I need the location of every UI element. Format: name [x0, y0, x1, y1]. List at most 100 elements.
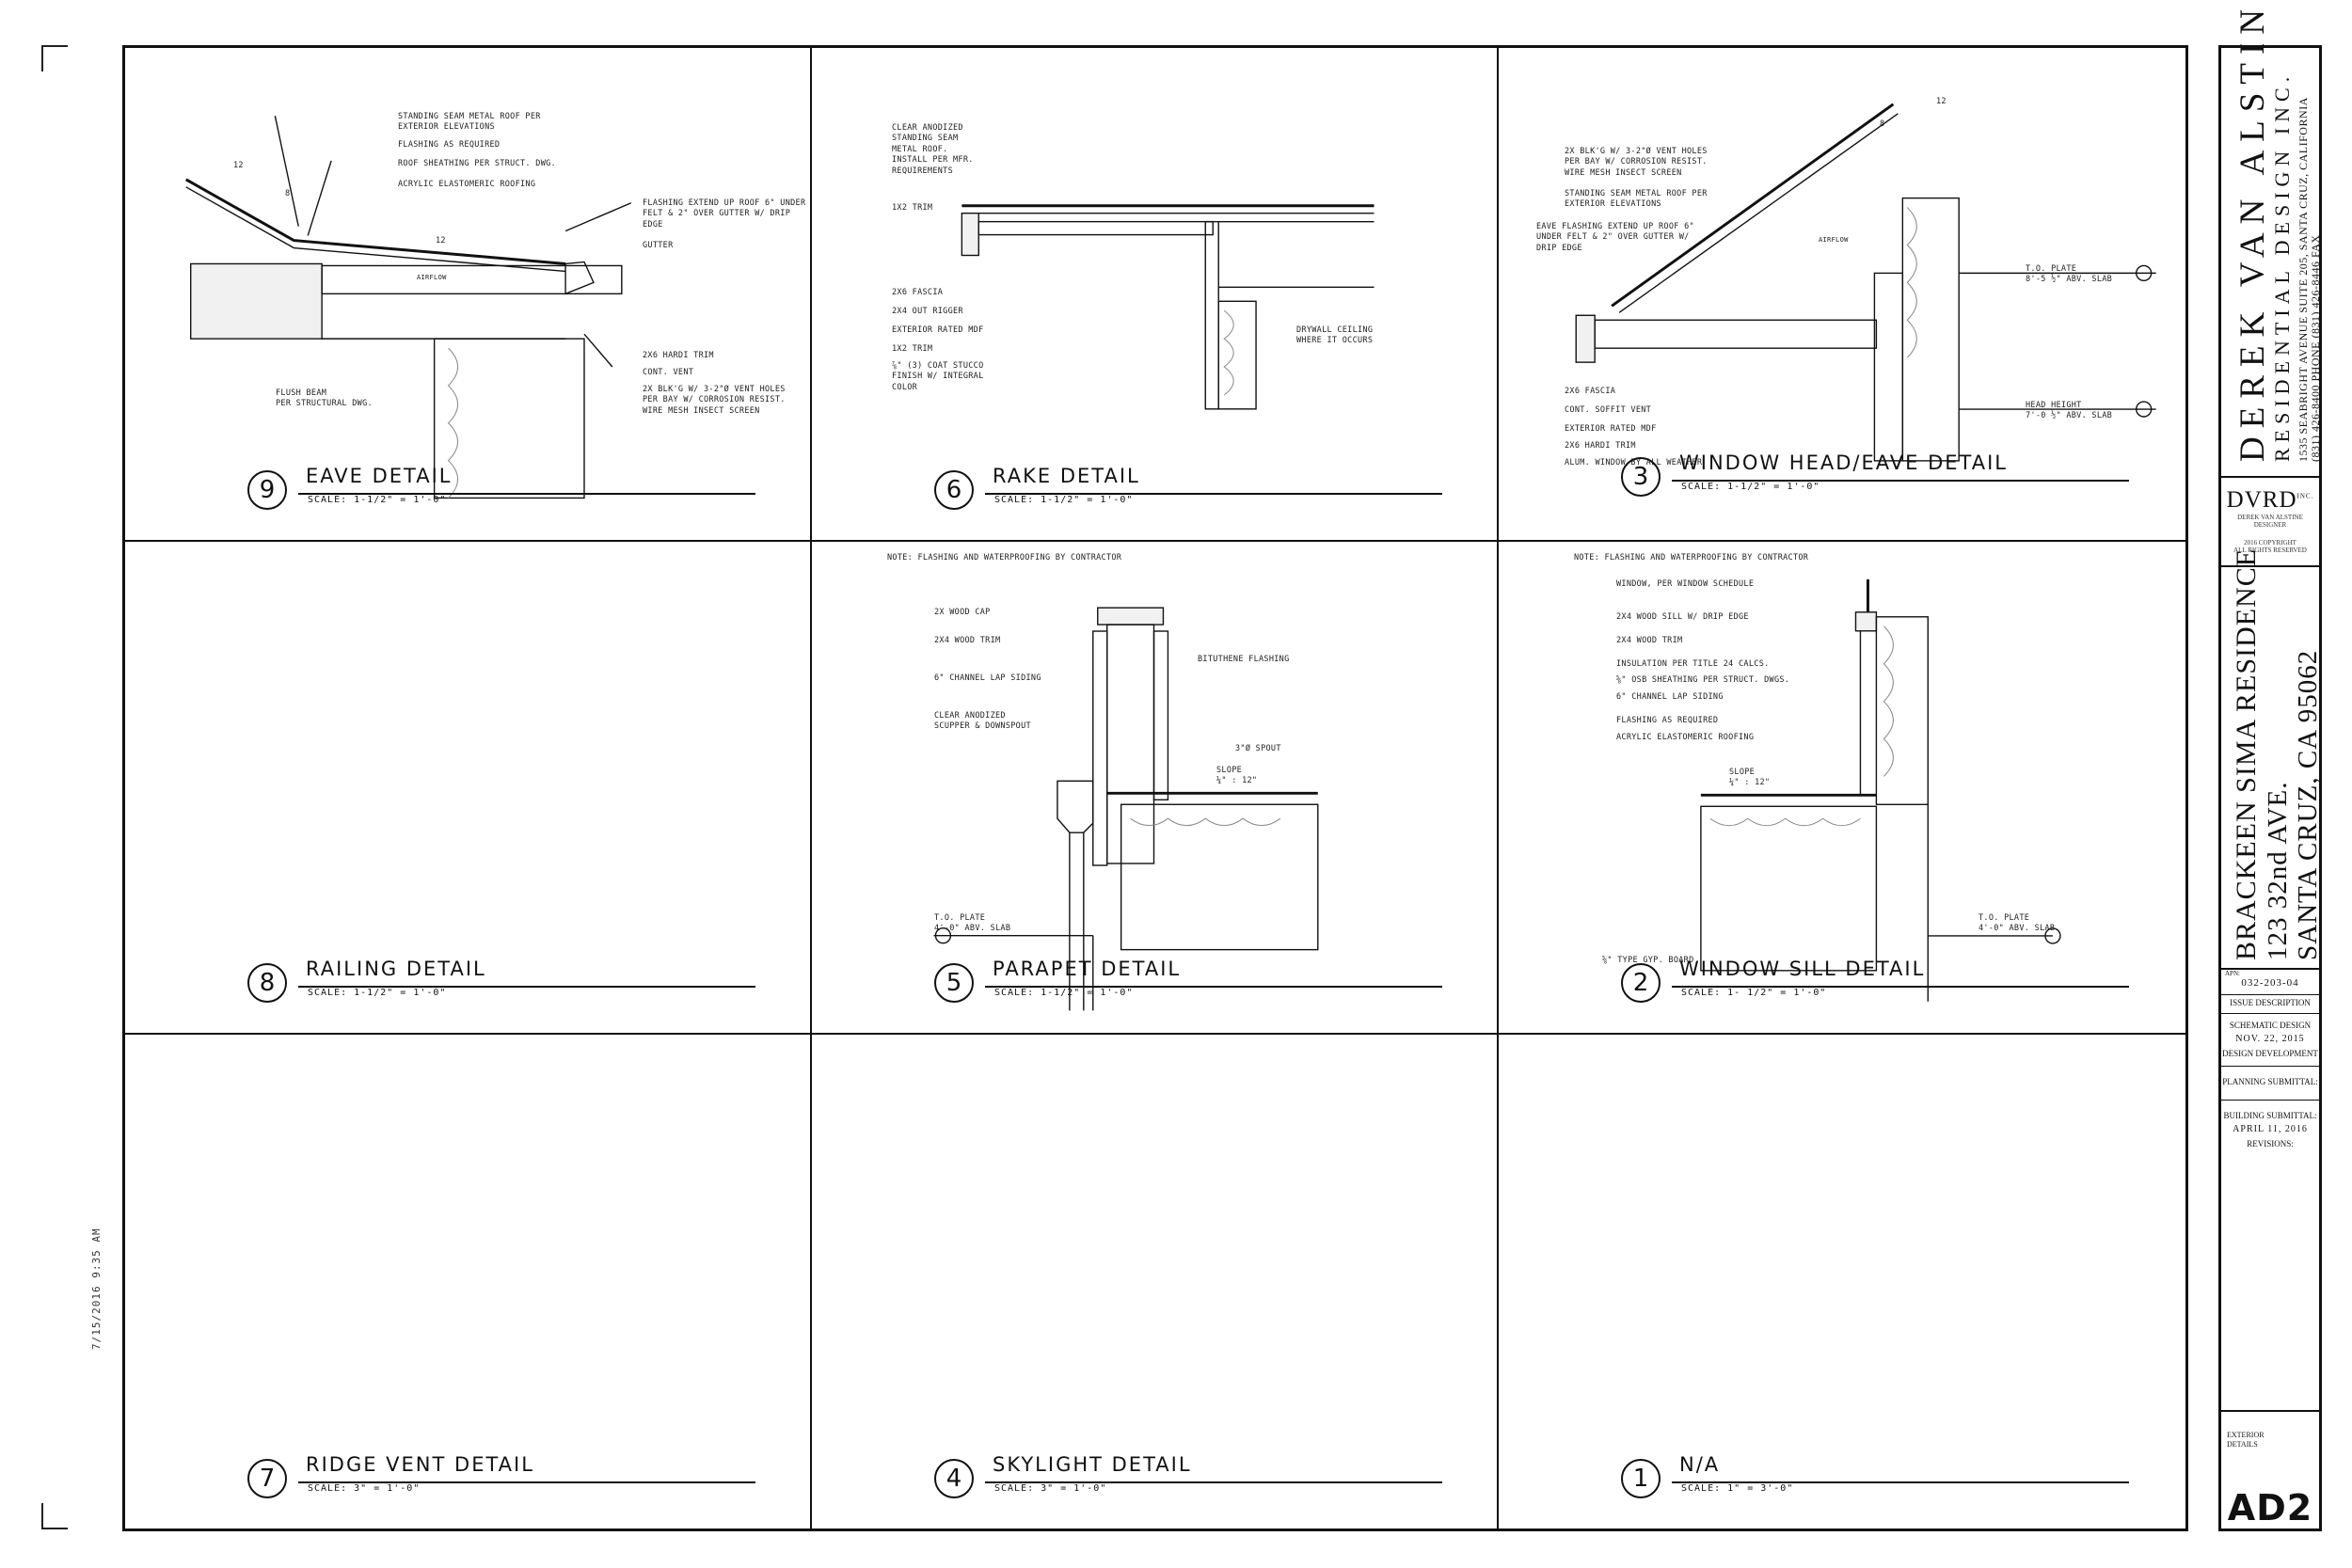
callout: CONT. VENT: [643, 368, 694, 377]
firm-info: DEREK VAN ALSTINE RESIDENTIAL DESIGN INC…: [2221, 0, 2322, 478]
callout: 1X2 TRIM: [892, 344, 933, 354]
callout: 2x4 WOOD TRIM: [1616, 635, 1683, 645]
callout: 2X6 HARDI TRIM: [643, 351, 714, 360]
eave-detail-drawing: [184, 115, 632, 499]
callout: CLEAR ANODIZED SCUPPER & DOWNSPOUT: [934, 710, 1031, 732]
callout: EXTERIOR RATED MDF: [892, 325, 984, 335]
detail-number-bubble: 2: [1621, 963, 1661, 1004]
callout: T.O. PLATE 8'-5 ½" ABV. SLAB: [2026, 264, 2113, 285]
callout: ACRYLIC ELASTOMERIC ROOFING: [1616, 732, 1755, 742]
callout: FLASHING EXTEND UP ROOF 6" UNDER FELT & …: [643, 198, 806, 230]
logo-text: DVRD: [2226, 487, 2297, 513]
detail-title: EAVE DETAIL: [306, 464, 453, 487]
callout: CLEAR ANODIZED STANDING SEAM METAL ROOF.…: [892, 123, 974, 176]
title-underline: [985, 1481, 1442, 1483]
callout: 8: [1880, 119, 1885, 129]
crop-mark-bottom-left: [41, 1503, 68, 1529]
title-block-strip: DEREK VAN ALSTINE RESIDENTIAL DESIGN INC…: [2218, 0, 2323, 1531]
project-address: 123 32nd AVE.: [2263, 781, 2293, 960]
detail-title-block: 8 RAILING DETAIL SCALE: 1-1/2" = 1'-0": [247, 956, 755, 1012]
detail-number-bubble: 1: [1621, 1459, 1661, 1498]
callout: STANDING SEAM METAL ROOF PER EXTERIOR EL…: [398, 112, 541, 133]
detail-scale: SCALE: 1- 1/2" = 1'-0": [1681, 988, 1827, 999]
callout: DRYWALL CEILING WHERE IT OCCURS: [1296, 325, 1374, 346]
crop-mark-top-left: [41, 45, 68, 71]
callout: T.O. PLATE 4'-0" ABV. SLAB: [934, 912, 1011, 934]
detail-sheet: STANDING SEAM METAL ROOF PER EXTERIOR EL…: [122, 45, 2188, 1531]
detail-scale: SCALE: 3" = 1'-0": [994, 1483, 1107, 1494]
callout: FLUSH BEAM PER STRUCTURAL DWG.: [276, 388, 373, 409]
parapet-detail-drawing: [933, 607, 1319, 1011]
callout: 12: [233, 161, 244, 170]
sheet-description: EXTERIOR DETAILS: [2227, 1431, 2265, 1449]
detail-cell-eave: STANDING SEAM METAL ROOF PER EXTERIOR EL…: [125, 48, 812, 542]
callout: ⅝" TYPE GYP. BOARD: [1602, 955, 1694, 965]
issue-label: DESIGN DEVELOPMENT: [2222, 1049, 2318, 1058]
callout: EXTERIOR RATED MDF: [1565, 424, 1657, 434]
detail-title-block: 9 EAVE DETAIL SCALE: 1-1/2" = 1'-0": [247, 463, 755, 519]
detail-title: RAILING DETAIL: [306, 958, 486, 981]
callout: INSULATION PER TITLE 24 CALCS.: [1616, 658, 1770, 669]
detail-number-bubble: 8: [247, 963, 287, 1004]
sheet-number: AD2: [2227, 1487, 2313, 1528]
callout: 2x4 WOOD TRIM: [934, 635, 1001, 645]
firm-phone: (831) 426-8400 PHONE (831) 426-8446 FAX: [2309, 234, 2322, 462]
detail-scale: SCALE: 1" = 3'-0": [1681, 1483, 1794, 1494]
callout: T.O. PLATE 4'-0" ABV. SLAB: [1979, 912, 2056, 934]
detail-cell-window-sill: WINDOW, PER WINDOW SCHEDULE 2x4 WOOD SIL…: [1499, 542, 2185, 1036]
callout: 3"Ø SPOUT: [1235, 743, 1281, 753]
plot-timestamp: 7/15/2016 9:35 AM: [90, 1227, 103, 1350]
callout: AIRFLOW: [417, 274, 447, 281]
callout: 6" CHANNEL LAP SIDING: [1616, 691, 1724, 702]
callout: STANDING SEAM METAL ROOF PER EXTERIOR EL…: [1565, 189, 1708, 210]
callout: 2x BLK'G W/ 3-2"Ø VENT HOLES PER BAY W/ …: [1565, 147, 1708, 178]
callout: 2x BLK'G W/ 3-2"Ø VENT HOLES PER BAY W/ …: [643, 385, 786, 416]
issue-label: BUILDING SUBMITTAL:: [2223, 1111, 2317, 1120]
title-underline: [985, 986, 1442, 989]
issue-label: PLANNING SUBMITTAL:: [2222, 1077, 2318, 1086]
detail-note: NOTE: FLASHING AND WATERPROOFING BY CONT…: [1574, 552, 1809, 562]
detail-scale: SCALE: 3" = 1'-0": [308, 1483, 421, 1494]
detail-note: NOTE: FLASHING AND WATERPROOFING BY CONT…: [887, 552, 1122, 562]
detail-cell-skylight: 4 SKYLIGHT DETAIL SCALE: 3" = 1'-0": [812, 1035, 1499, 1528]
title-underline: [298, 1481, 755, 1483]
callout: ROOF SHEATHING PER STRUCT. DWG.: [398, 159, 556, 168]
detail-scale: SCALE: 1-1/2" = 1'-0": [994, 494, 1134, 505]
callout: ⅞" (3) COAT STUCCO FINISH W/ INTEGRAL CO…: [892, 361, 984, 392]
rake-detail-drawing: [961, 204, 1375, 410]
callout: FLASHING AS REQUIRED: [1616, 715, 1719, 725]
window-head-detail-drawing: [1575, 103, 2156, 462]
callout: EAVE FLASHING EXTEND UP ROOF 6" UNDER FE…: [1536, 222, 1694, 253]
project-name: BRACKEEN SIMA RESIDENCE: [2231, 547, 2262, 960]
callout: 2X6 FASCIA: [1565, 387, 1616, 396]
logo-subtitle: DEREK VAN ALSTINE DESIGNER: [2237, 514, 2303, 530]
detail-title-block: 4 SKYLIGHT DETAIL SCALE: 3" = 1'-0": [934, 1451, 1442, 1508]
title-underline: [298, 986, 755, 989]
firm-logo: DVRDINC. DEREK VAN ALSTINE DESIGNER 2016…: [2221, 476, 2319, 567]
detail-number-bubble: 3: [1621, 456, 1661, 497]
detail-cell-rake: CLEAR ANODIZED STANDING SEAM METAL ROOF.…: [812, 48, 1499, 542]
detail-number-bubble: 7: [247, 1459, 287, 1498]
detail-cell-railing: 8 RAILING DETAIL SCALE: 1-1/2" = 1'-0": [125, 541, 812, 1036]
detail-title-block: 1 N/A SCALE: 1" = 3'-0": [1621, 1451, 2129, 1508]
divider: [2221, 994, 2319, 995]
issue-block: APN: 032-203-04 ISSUE DESCRIPTION SCHEMA…: [2221, 968, 2319, 1412]
callout: SLOPE ¼" : 12": [1216, 765, 1258, 786]
detail-scale: SCALE: 1-1/2" = 1'-0": [308, 494, 447, 505]
divider: [2221, 1100, 2319, 1101]
title-underline: [985, 492, 1442, 495]
detail-title: RIDGE VENT DETAIL: [306, 1453, 534, 1476]
detail-title: WINDOW SILL DETAIL: [1679, 958, 1926, 981]
detail-title-block: 7 RIDGE VENT DETAIL SCALE: 3" = 1'-0": [247, 1451, 755, 1508]
callout: 2X6 HARDI TRIM: [1565, 441, 1636, 451]
callout: WINDOW, PER WINDOW SCHEDULE: [1616, 578, 1755, 589]
callout: 6" CHANNEL LAP SIDING: [934, 673, 1041, 683]
issue-date: NOV. 22, 2015: [2235, 1034, 2305, 1044]
callout: CONT. SOFFIT VENT: [1565, 405, 1652, 415]
detail-number-bubble: 9: [247, 469, 287, 510]
detail-title: N/A: [1679, 1453, 1721, 1476]
window-sill-detail-drawing: [1700, 578, 2061, 1002]
detail-cell-parapet: 2x WOOD CAP 2x4 WOOD TRIM BITUTHENE FLAS…: [812, 541, 1499, 1036]
detail-title-block: 2 WINDOW SILL DETAIL SCALE: 1- 1/2" = 1'…: [1621, 956, 2129, 1012]
detail-cell-ridge-vent: 7 RIDGE VENT DETAIL SCALE: 3" = 1'-0": [125, 1035, 812, 1528]
